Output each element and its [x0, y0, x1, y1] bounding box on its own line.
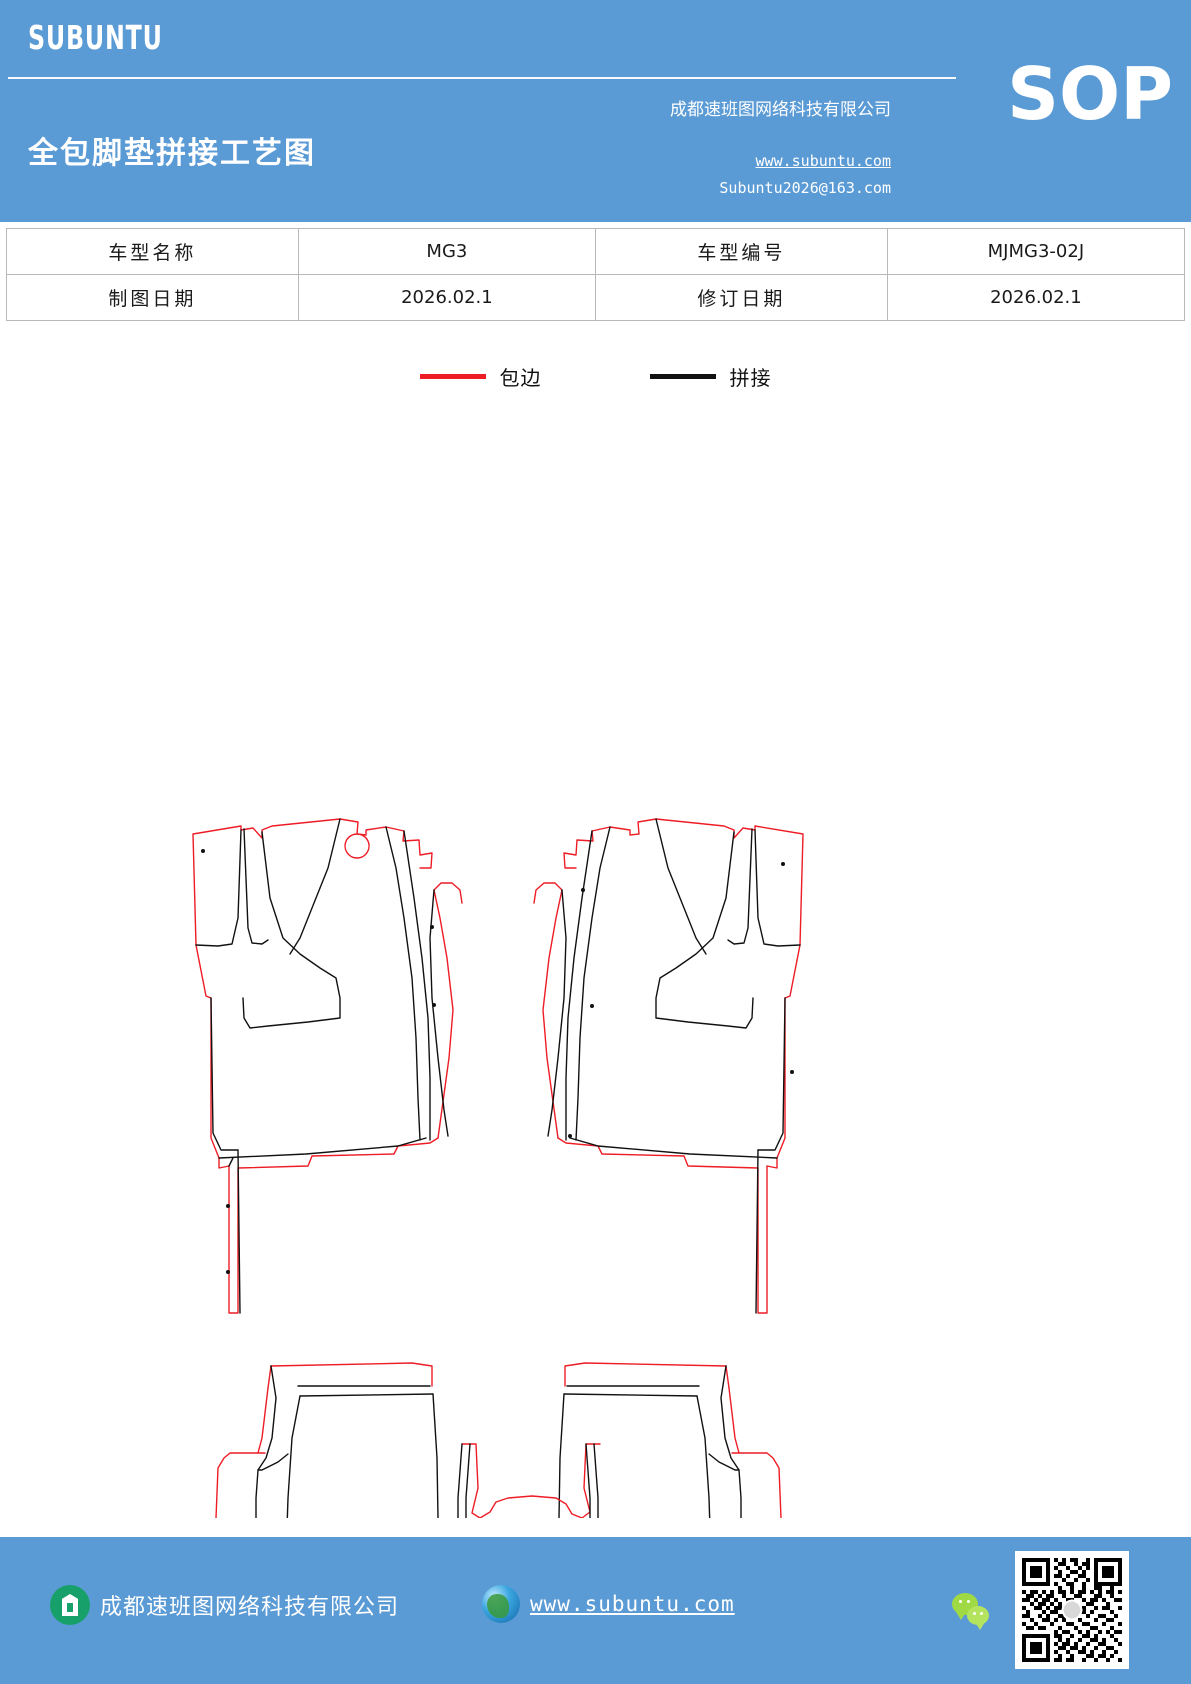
technical-drawing [0, 398, 1191, 1518]
mat-pattern-svg [192, 818, 804, 1518]
cell-model-name-value: MG3 [297, 228, 596, 275]
page-title: 全包脚垫拼接工艺图 [28, 136, 316, 171]
footer-company-name: 成都速班图网络科技有限公司 [100, 1594, 400, 1619]
header-email: Subuntu2026@163.com [719, 179, 891, 197]
wechat-icon [952, 1593, 994, 1631]
globe-icon [482, 1585, 520, 1623]
table-row: 制图日期 2026.02.1 修订日期 2026.02.1 [6, 274, 1186, 321]
footer-website[interactable]: www.subuntu.com [482, 1585, 735, 1623]
qr-code-icon [1015, 1551, 1129, 1669]
line-swatch-icon [419, 374, 486, 379]
legend-label-edging: 包边 [499, 368, 542, 390]
cell-draw-date-value: 2026.02.1 [297, 274, 596, 321]
page-footer: 成都速班图网络科技有限公司 www.subuntu.com [0, 1537, 1191, 1684]
header-divider [8, 77, 956, 79]
legend-label-splice: 拼接 [729, 368, 772, 390]
header-website-link[interactable]: www.subuntu.com [755, 152, 891, 170]
cell-model-code-label: 车型编号 [594, 228, 888, 275]
legend-item-edging: 包边 [419, 362, 542, 391]
front-left-mat [192, 818, 463, 1314]
cell-model-name-label: 车型名称 [6, 228, 299, 275]
front-right-mat [533, 818, 804, 1314]
legend-item-splice: 拼接 [649, 362, 772, 391]
brand-logo: SUBUNTU [28, 18, 163, 57]
footer-company: 成都速班图网络科技有限公司 [50, 1585, 399, 1625]
table-row: 车型名称 MG3 车型编号 MJMG3-02J [6, 228, 1186, 275]
rear-mat-assembly [215, 1362, 782, 1518]
cell-revision-date-value: 2026.02.1 [886, 274, 1186, 321]
header-company-name: 成都速班图网络科技有限公司 [670, 100, 891, 119]
line-swatch-icon [649, 374, 716, 379]
vehicle-info-table: 车型名称 MG3 车型编号 MJMG3-02J 制图日期 2026.02.1 修… [6, 228, 1186, 321]
cell-revision-date-label: 修订日期 [594, 274, 888, 321]
legend: 包边 拼接 [0, 362, 1191, 391]
cell-draw-date-label: 制图日期 [6, 274, 299, 321]
footer-website-link[interactable]: www.subuntu.com [530, 1592, 735, 1616]
page-header: SUBUNTU 全包脚垫拼接工艺图 SOP 成都速班图网络科技有限公司 www.… [0, 0, 1191, 222]
building-icon [50, 1585, 90, 1625]
sop-badge: SOP [1007, 52, 1173, 136]
cell-model-code-value: MJMG3-02J [886, 228, 1186, 275]
